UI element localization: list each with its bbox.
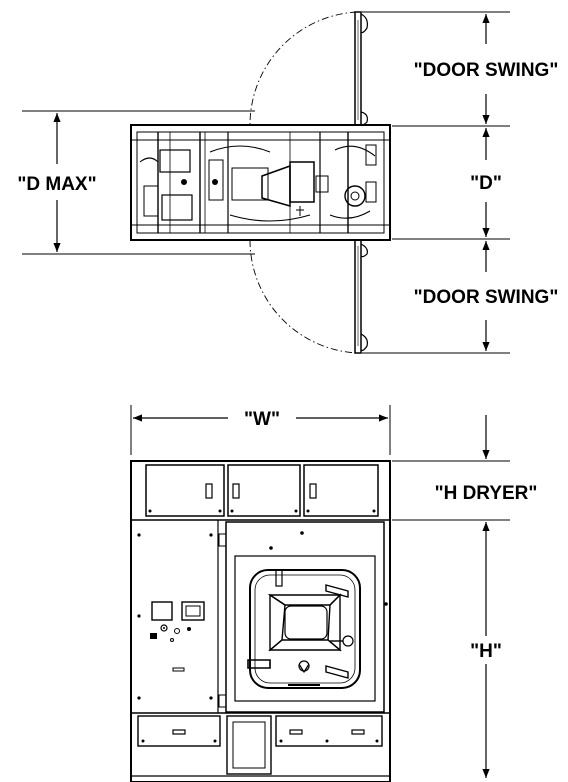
h-dryer-label: "H DRYER" [435,483,538,504]
dimensions-front: "W" "H DRYER" "H" [130,405,538,778]
bottom-panels [137,715,383,775]
door-bottom [354,238,368,354]
w-label: "W" [244,409,280,430]
top-panels [145,464,379,517]
dimensions-top: "DOOR SWING" "D" "DOOR SWING" "D MAX" [17,11,559,354]
door-swing-arc-bottom [249,239,358,354]
door-swing-arc-top [249,11,358,126]
dryer-front-cabinet [130,460,391,782]
control-panel [137,520,227,713]
d-max-label: "D MAX" [17,174,96,195]
door-top [354,11,368,127]
front-view [130,460,391,782]
dryer-plan-body [130,124,391,241]
top-view [130,11,391,354]
loading-door [225,521,388,713]
door-swing-top-label: "DOOR SWING" [414,60,559,81]
door-swing-bottom-label: "DOOR SWING" [414,287,559,308]
h-label: "H" [470,641,502,662]
d-label: "D" [470,173,502,194]
